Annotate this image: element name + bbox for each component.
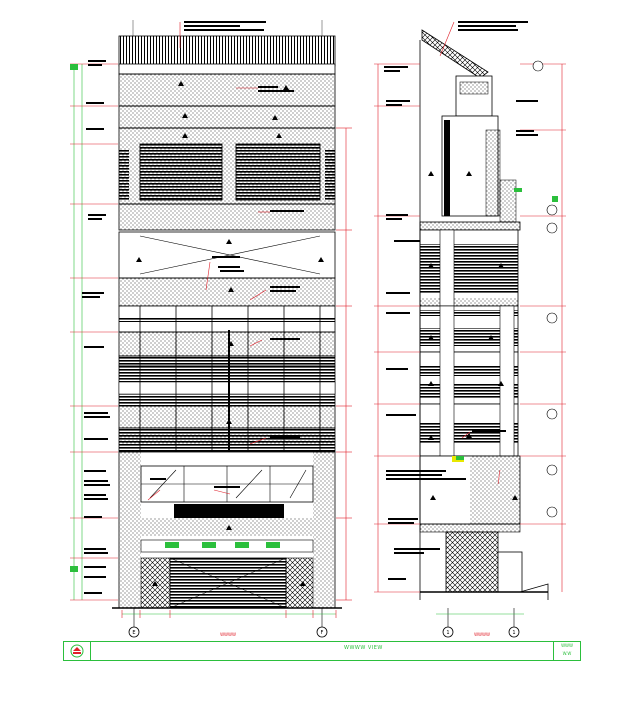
grid-label-side-start: 1 [446, 630, 449, 636]
grid-label-f: F [321, 630, 324, 636]
logo-icon [70, 644, 84, 658]
front-mid-floor-1 [118, 331, 336, 357]
side-basement [445, 531, 499, 593]
front-signage-band [174, 504, 284, 518]
front-overall-dim: WWWW [220, 632, 236, 637]
grid-bubble-f [316, 626, 328, 638]
side-overall-dim: WWWW [474, 632, 490, 637]
side-annotation-text [384, 21, 538, 580]
front-annotation-text [82, 21, 304, 594]
grid-bubble-e [128, 626, 140, 638]
front-grid-bubbles [128, 626, 328, 638]
side-section-callouts [532, 60, 558, 518]
front-louvre-left [139, 143, 223, 201]
front-upper-panel [118, 73, 336, 107]
drawing-title: WWWW VIEW [344, 645, 383, 651]
sheet-number-box: WWW W.W [553, 642, 580, 660]
grid-bubble-side-end [508, 626, 520, 638]
side-right-dimensions [520, 63, 566, 592]
front-elevation [112, 20, 342, 630]
grid-label-e: E [132, 630, 135, 636]
side-left-dimensions [374, 63, 420, 593]
grid-label-side-end: 1 [512, 630, 515, 636]
sheet-code: WWW [561, 643, 573, 648]
sheet-number: W.W [562, 651, 572, 656]
side-roof [421, 29, 489, 79]
grid-bubble-side-start [442, 626, 454, 638]
side-level-markers [456, 188, 558, 460]
title-block-logo [64, 642, 91, 660]
front-roof-parapet [118, 35, 336, 67]
front-bottom-dimension-ticks [121, 610, 337, 618]
side-annotation-leaders [439, 21, 501, 485]
front-right-dimensions [336, 127, 352, 601]
front-louvre-right [235, 143, 321, 201]
title-block: WWWW VIEW WWW W.W [63, 641, 581, 661]
front-annotation-leaders [147, 22, 270, 501]
side-section [419, 29, 549, 630]
front-left-dimensions [70, 63, 118, 601]
front-level-markers [70, 64, 78, 572]
